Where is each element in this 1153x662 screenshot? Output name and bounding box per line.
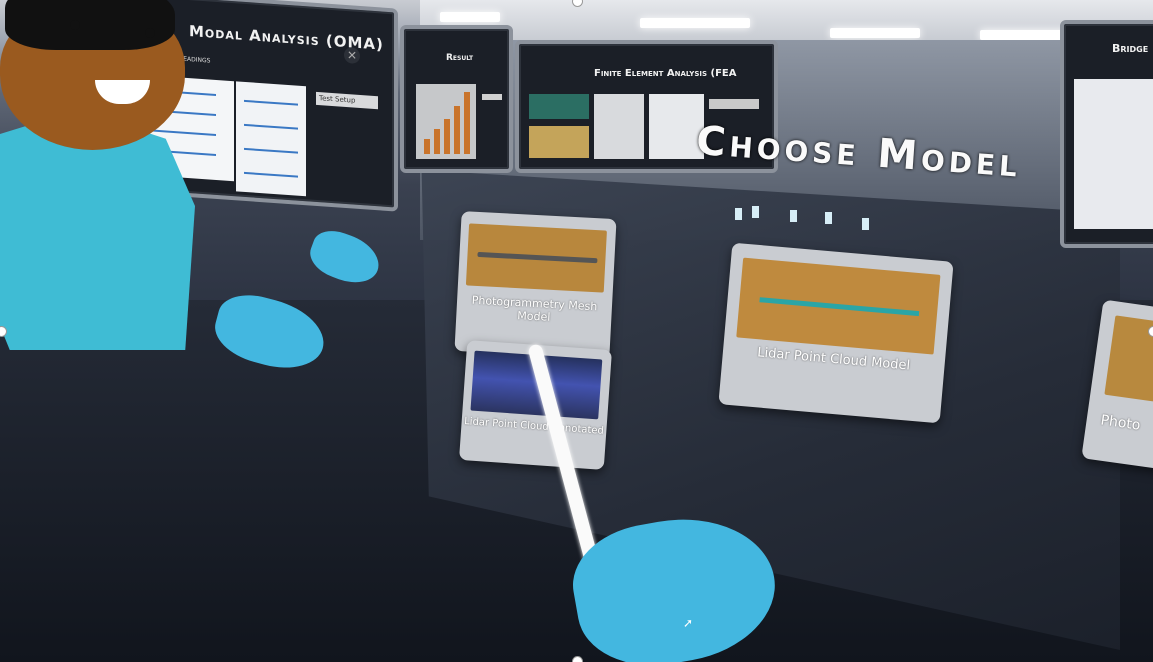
model-thumbnail <box>1104 315 1153 405</box>
oma-plots-grid <box>236 81 306 197</box>
avatar-hand-right <box>304 224 386 291</box>
avatar-eye <box>145 28 155 38</box>
resize-handle[interactable] <box>572 0 583 7</box>
model-thumbnail <box>736 257 941 355</box>
icon-chip <box>752 206 759 218</box>
result-bar <box>424 139 430 154</box>
result-panel: Result <box>400 25 513 173</box>
model-card-lidar-point-cloud[interactable]: Lidar Point Cloud Model <box>718 242 954 424</box>
test-setup-select[interactable]: Test Setup <box>316 91 378 110</box>
fea-select[interactable] <box>709 99 759 109</box>
avatar-hair <box>5 0 175 50</box>
model-thumbnail <box>465 223 607 293</box>
fea-mode-image <box>529 126 589 158</box>
avatar <box>0 0 185 150</box>
model-card-label: Photogrammetry Mesh Model <box>471 293 598 324</box>
fea-panel: Finite Element Analysis (FEA <box>515 40 778 173</box>
result-bar <box>434 129 440 154</box>
model-card-label: Lidar Point Cloud Annotated <box>463 416 605 437</box>
close-icon[interactable]: ✕ <box>344 46 360 65</box>
bridge-panel: Bridge In <box>1060 20 1153 248</box>
bridge-panel-title: Bridge In <box>1112 42 1153 55</box>
resize-handle[interactable] <box>572 656 583 662</box>
oma-panel: Modal Analysis (OMA) ✕ up and Readings T… <box>124 0 398 212</box>
icon-chip <box>735 208 742 220</box>
icon-chip <box>825 212 832 224</box>
avatar-eye <box>70 20 80 30</box>
result-bar <box>464 92 470 154</box>
result-bar-chart-svg <box>424 92 470 154</box>
bridge-info-list <box>1074 79 1153 229</box>
model-card-photogrammetry-mesh[interactable]: Photogrammetry Mesh Model <box>454 211 617 359</box>
icon-chip <box>790 210 797 222</box>
fea-table <box>594 94 644 159</box>
resize-handle[interactable] <box>1148 326 1153 337</box>
resize-handle[interactable] <box>0 326 7 337</box>
cursor-icon: ➚ <box>683 616 694 630</box>
result-bar <box>444 119 450 154</box>
result-bar-chart <box>416 84 476 159</box>
avatar-mouth <box>95 80 150 104</box>
result-panel-title: Result <box>446 53 474 63</box>
avatar-body <box>0 110 195 350</box>
result-select[interactable] <box>482 94 502 100</box>
icon-chip <box>862 218 869 230</box>
fea-panel-title: Finite Element Analysis (FEA <box>594 68 737 79</box>
model-card-label: Photo <box>1099 412 1142 434</box>
result-bar <box>454 106 460 154</box>
fea-model-image <box>529 94 589 119</box>
fea-table-2 <box>649 94 704 159</box>
